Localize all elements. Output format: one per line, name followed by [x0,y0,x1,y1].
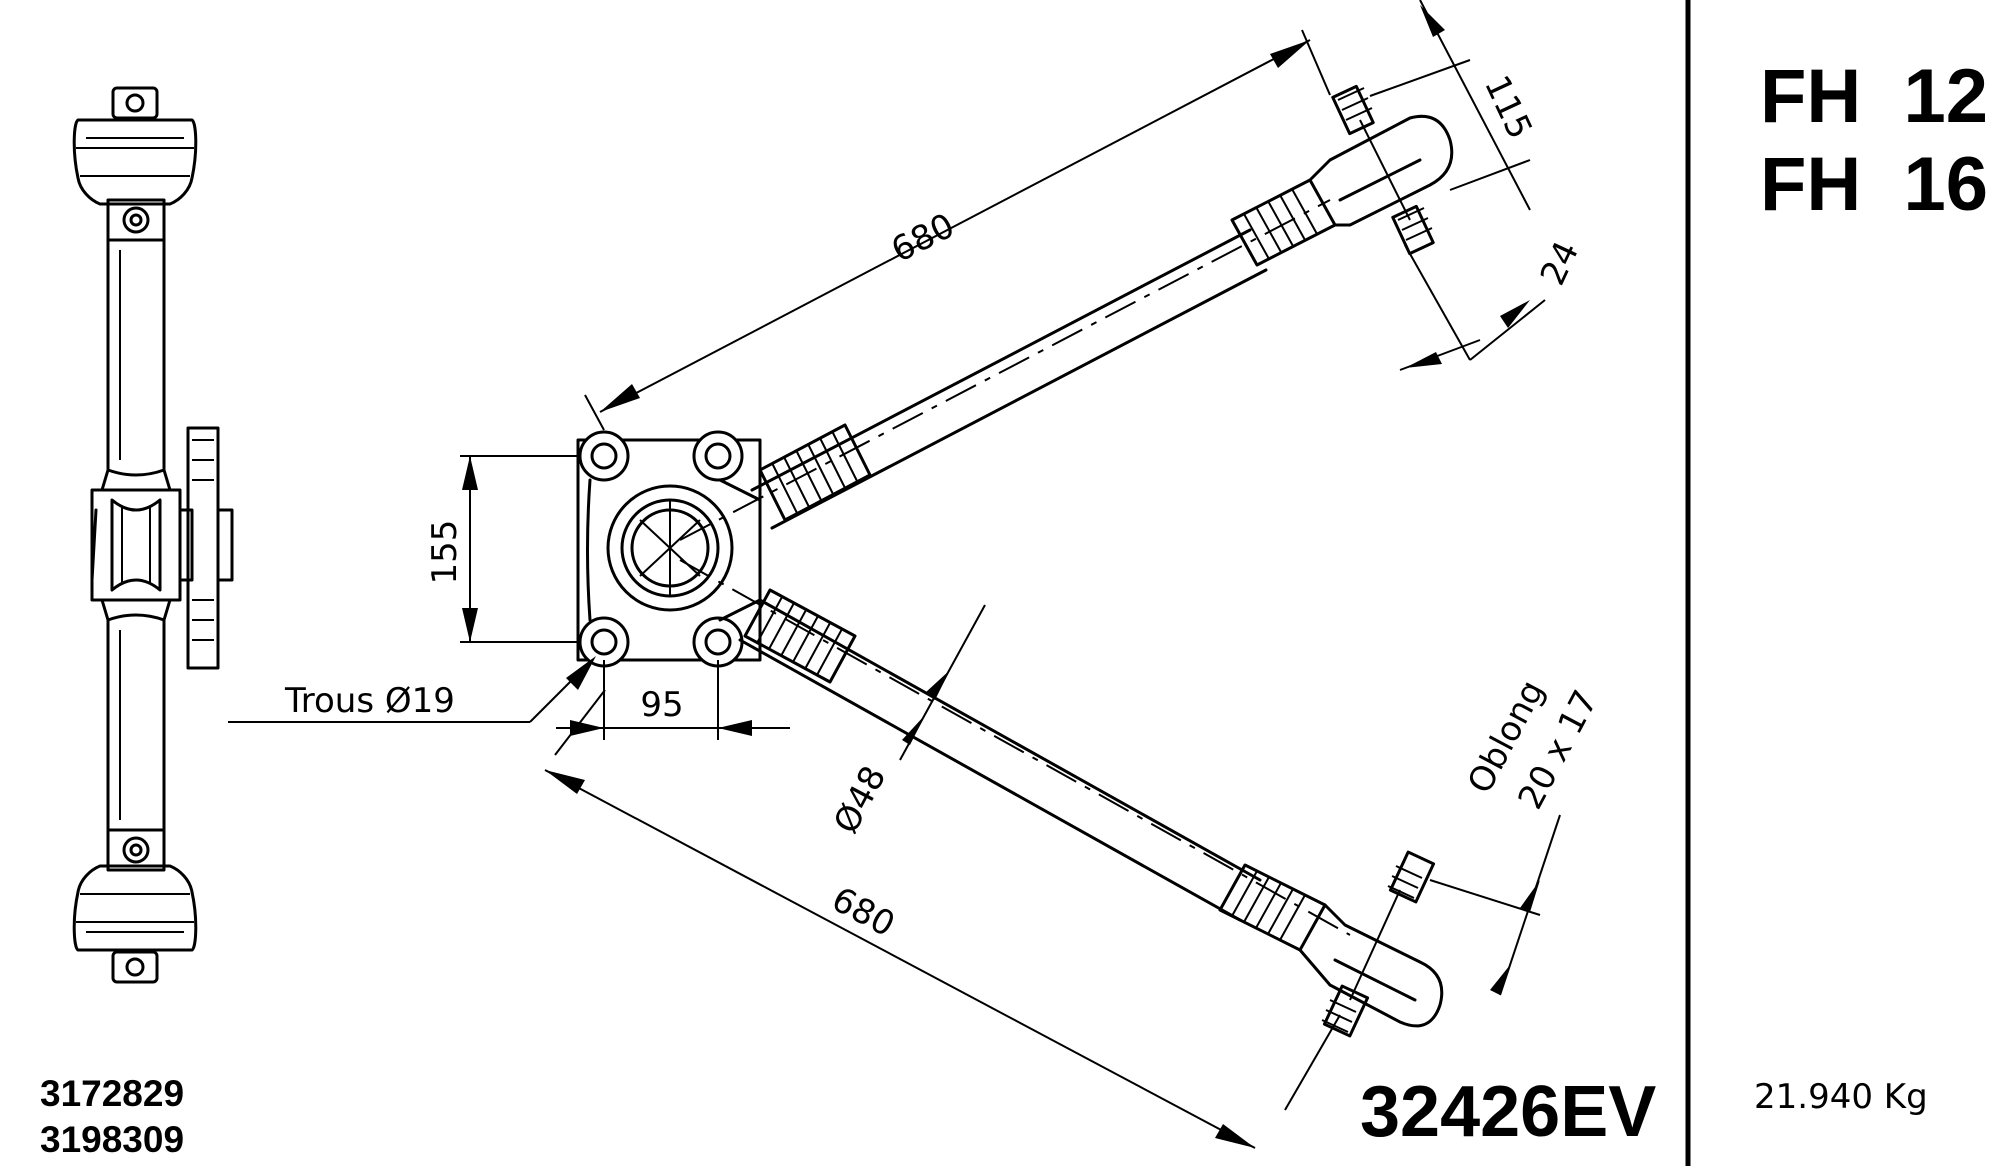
dimension-155: 155 [425,520,465,585]
bolt-hole [578,616,630,668]
bolt-hole [692,616,744,668]
reference-number-2: 3198309 [40,1119,184,1160]
reference-number-1: 3172829 [40,1073,184,1114]
top-view [576,84,1454,1038]
dimension-680-upper: 680 [885,206,961,271]
hole-diameter-label: Trous Ø19 [284,681,455,721]
tube-diameter-label: Ø48 [826,760,894,841]
dimension-95: 95 [640,685,683,725]
dimension-115: 115 [1476,69,1540,145]
dimension-680-lower: 680 [825,879,901,945]
dimension-lines [228,0,1561,1149]
weight-label: 21.940 Kg [1754,1077,1928,1117]
bolt-hole [692,430,744,482]
model-fh16: FH 16 [1760,142,1988,227]
side-view [72,86,234,984]
dimension-24: 24 [1533,235,1588,291]
bolt-hole [578,430,630,482]
part-number: 32426EV [1360,1072,1656,1152]
model-fh12: FH 12 [1760,54,1988,139]
